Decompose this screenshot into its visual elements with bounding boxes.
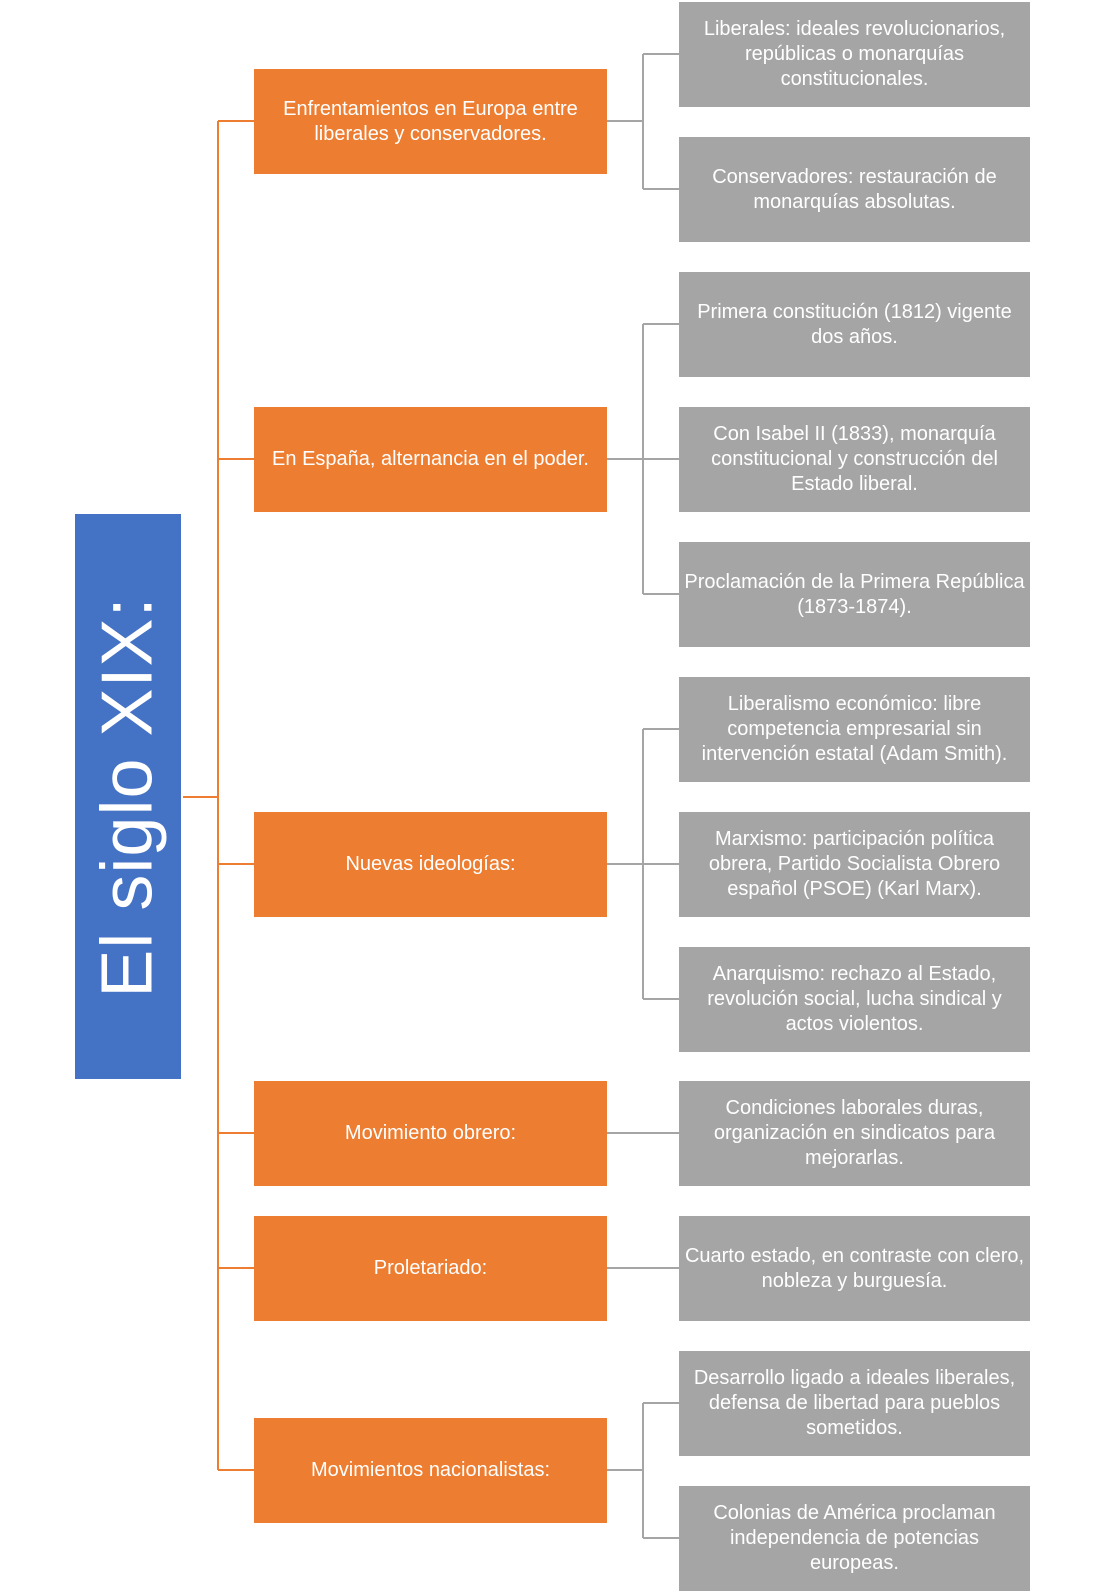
detail-text: Liberales: ideales revolucionarios, repú…: [703, 18, 1006, 90]
detail-node-marxismo: Marxismo: participación política obrera,…: [679, 812, 1030, 917]
root-node: El siglo XIX:: [75, 514, 181, 1079]
branch-label: Enfrentamientos en Europa entre liberale…: [283, 97, 578, 145]
branch-label: En España, alternancia en el poder.: [272, 448, 589, 470]
branch-connectors: [183, 120, 254, 1471]
detail-node-liberalismo: Liberalismo económico: libre competencia…: [679, 677, 1030, 782]
detail-node-liberales: Liberales: ideales revolucionarios, repú…: [679, 2, 1030, 107]
branch-node-nacionalismos: Movimientos nacionalistas:: [254, 1418, 607, 1523]
detail-text: Colonias de América proclaman independen…: [713, 1502, 996, 1574]
detail-node-ideales-liberales: Desarrollo ligado a ideales liberales, d…: [679, 1351, 1030, 1456]
detail-connectors: [607, 53, 679, 1539]
detail-text: Con Isabel II (1833), monarquía constitu…: [711, 423, 998, 495]
branch-label: Movimientos nacionalistas:: [311, 1459, 550, 1481]
detail-node-cuarto-estado: Cuarto estado, en contraste con clero, n…: [679, 1216, 1030, 1321]
branch-label: Nuevas ideologías:: [345, 853, 516, 875]
detail-text: Cuarto estado, en contraste con clero, n…: [684, 1244, 1025, 1292]
detail-node-colonias-america: Colonias de América proclaman independen…: [679, 1486, 1030, 1591]
detail-node-conservadores: Conservadores: restauración de monarquía…: [679, 137, 1030, 242]
detail-node-condiciones-laborales: Condiciones laborales duras, organizació…: [679, 1081, 1030, 1186]
detail-text: Condiciones laborales duras, organizació…: [713, 1097, 996, 1169]
branch-node-espana: En España, alternancia en el poder.: [254, 407, 607, 512]
detail-text: Proclamación de la Primera República (18…: [684, 570, 1025, 618]
branch-label: Movimiento obrero:: [344, 1122, 517, 1144]
root-title: El siglo XIX:: [88, 595, 169, 998]
detail-node-primera-republica: Proclamación de la Primera República (18…: [679, 542, 1030, 647]
detail-text: Liberalismo económico: libre competencia…: [701, 693, 1008, 765]
branch-node-ideologias: Nuevas ideologías:: [254, 812, 607, 917]
branch-label: Proletariado:: [373, 1257, 488, 1279]
detail-node-constitucion-1812: Primera constitución (1812) vigente dos …: [679, 272, 1030, 377]
detail-node-anarquismo: Anarquismo: rechazo al Estado, revolució…: [679, 947, 1030, 1052]
branch-node-europe: Enfrentamientos en Europa entre liberale…: [254, 69, 607, 174]
detail-text: Desarrollo ligado a ideales liberales, d…: [693, 1367, 1016, 1439]
detail-text: Marxismo: participación política obrera,…: [708, 828, 1001, 900]
branch-node-proletariado: Proletariado:: [254, 1216, 607, 1321]
detail-node-isabel-ii: Con Isabel II (1833), monarquía constitu…: [679, 407, 1030, 512]
detail-text: Primera constitución (1812) vigente dos …: [697, 300, 1012, 348]
detail-text: Conservadores: restauración de monarquía…: [712, 165, 997, 213]
branch-node-movimiento-obrero: Movimiento obrero:: [254, 1081, 607, 1186]
detail-text: Anarquismo: rechazo al Estado, revolució…: [707, 963, 1002, 1035]
